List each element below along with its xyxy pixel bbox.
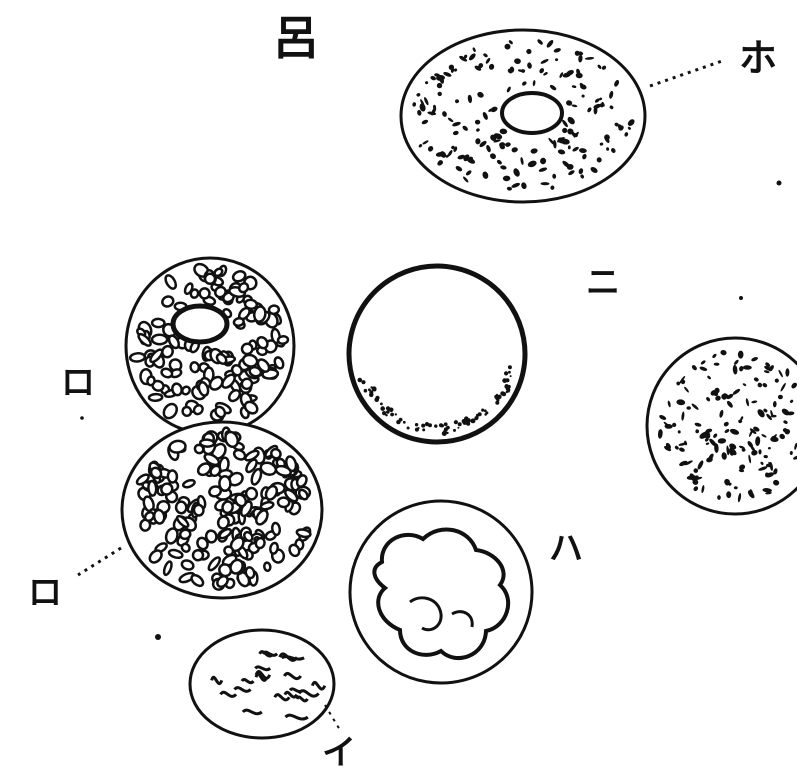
label-ha: ハ: [549, 532, 583, 566]
cell-ro-upper: [126, 258, 294, 434]
cell-ho: [401, 30, 722, 202]
label-ro-upper: ロ: [61, 366, 95, 400]
label-ho: ホ: [739, 39, 777, 77]
cell-ro-lower: [78, 422, 322, 598]
figure-number: 呂: [273, 15, 319, 61]
cell-i: [190, 630, 340, 738]
label-ro-lower: ロ: [28, 576, 62, 610]
label-i: イ: [322, 736, 356, 770]
cell-ni: [316, 233, 559, 476]
cell-right: [647, 338, 797, 514]
cell-ha: [316, 467, 566, 717]
label-ni: ニ: [586, 266, 620, 300]
